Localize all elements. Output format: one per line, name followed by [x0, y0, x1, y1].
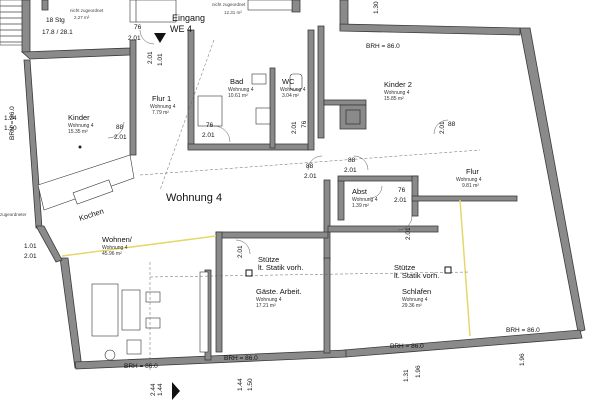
brh-label: BRH = 86.0	[224, 355, 258, 362]
room-flur-unit: Wohnung 4	[456, 177, 482, 183]
brh-label: BRH = 86.0	[124, 363, 158, 370]
dim-label: 2.01	[202, 132, 215, 139]
dim-label: 1.96	[415, 365, 422, 378]
room-bad-area: 10.61 m²	[228, 93, 248, 99]
room-wohnen-unit: Wohnung 4	[102, 245, 128, 251]
note-unassigned: nicht zugeordnet	[70, 8, 104, 13]
room-kochen-name: Kochen	[78, 206, 105, 222]
room-gaeste-area: 17.21 m²	[256, 303, 276, 309]
stair-steps: 18 Stg	[46, 17, 65, 24]
note-unassigned-area: 2.27 m²	[74, 15, 90, 20]
room-flur1-unit: Wohnung 4	[150, 104, 176, 110]
room-gaeste-name: Gäste. Arbeit.	[256, 287, 301, 296]
room-kinder-name: Kinder	[68, 113, 90, 122]
dim-label: 76	[134, 24, 142, 31]
dim-label: 1.30	[373, 1, 380, 14]
room-bad-name: Bad	[230, 77, 243, 86]
brh-label: BRH = 86.0	[9, 106, 16, 140]
room-kinder-unit: Wohnung 4	[68, 123, 94, 129]
column-note: lt. Statik vorh.	[258, 263, 303, 272]
dim-label: 1.31	[403, 369, 410, 382]
entrance-label: Eingang	[172, 13, 205, 23]
room-kinder2-area: 15.85 m²	[384, 96, 404, 102]
dim-label: 2.44	[150, 383, 157, 396]
dim-label: 2.01	[439, 121, 446, 134]
dim-label: 2.01	[237, 245, 244, 258]
stair-ratio: 17.8 / 28.1	[42, 29, 73, 36]
room-wohnen-area: 45.96 m²	[102, 251, 122, 257]
room-schlafen-area: 29.36 m²	[402, 303, 422, 309]
brh-label: BRH = 86.0	[506, 327, 540, 334]
room-flur-area: 9.81 m²	[462, 183, 479, 189]
room-gaeste-unit: Wohnung 4	[256, 297, 282, 303]
room-bad-unit: Wohnung 4	[228, 87, 254, 93]
column-label: Stütze	[258, 255, 279, 264]
column-marker	[245, 269, 253, 277]
dim-label: 2.01	[128, 35, 141, 42]
dim-label: 76	[301, 120, 308, 128]
dim-label: 88	[306, 163, 314, 170]
column-note-2: lt. Statik vorh.	[394, 271, 439, 280]
room-wc-area: 3.04 m²	[282, 93, 299, 99]
room-kinder-area: 15.35 m²	[68, 129, 88, 135]
room-wohnen-name: Wohnen/	[102, 235, 133, 244]
note-unassigned-2: nicht zugeordnet	[212, 2, 246, 7]
room-abst-area: 1.39 m²	[352, 203, 369, 209]
dim-label: 1.50	[4, 125, 17, 132]
dim-label: 2.01	[304, 173, 317, 180]
dim-label: 2.01	[24, 253, 37, 260]
dim-label: 76	[206, 122, 214, 129]
unit-label: Wohnung 4	[166, 192, 222, 204]
room-flur-name: Flur	[466, 167, 479, 176]
dim-label: 1.96	[519, 353, 526, 366]
dim-label: 1.01	[157, 53, 164, 66]
dim-label: 2.01	[344, 167, 357, 174]
note-assigned: zugeordneter	[0, 212, 27, 217]
outer-walls	[20, 0, 586, 370]
room-kinder2-unit: Wohnung 4	[384, 90, 410, 96]
column-label-2: Stütze	[394, 263, 415, 272]
stair-hatch	[0, 0, 25, 46]
dim-label: 2.01	[147, 51, 154, 64]
dim-label: 88	[116, 124, 124, 131]
dim-label: 88	[448, 121, 456, 128]
entrance-unit: WE 4	[170, 24, 192, 34]
north-arrow-icon	[172, 382, 180, 400]
dim-label: 2.01	[394, 197, 407, 204]
dim-label: 1.44	[237, 378, 244, 391]
room-flur1-area: 7.79 m²	[152, 110, 169, 116]
dim-label: 1.50	[247, 378, 254, 391]
room-wc-name: WC	[282, 77, 295, 86]
dim-label: 2.01	[114, 134, 127, 141]
living-furniture	[91, 271, 209, 361]
room-abst-name: Abst	[352, 187, 368, 196]
dim-label: 1.44	[157, 383, 164, 396]
dim-label: 1.24	[4, 115, 17, 122]
brh-label: BRH = 86.0	[390, 343, 424, 350]
room-schlafen-unit: Wohnung 4	[402, 297, 428, 303]
room-wc-unit: Wohnung 4	[280, 87, 306, 93]
room-abst-unit: Wohnung 4	[352, 197, 378, 203]
room-kinder2-name: Kinder 2	[384, 80, 412, 89]
dim-label: 88	[348, 157, 356, 164]
dim-label: 76	[398, 187, 406, 194]
brh-label: BRH = 86.0	[366, 43, 400, 50]
dim-label: 1.01	[24, 243, 37, 250]
room-flur1-name: Flur 1	[152, 94, 171, 103]
dim-label: 2.01	[291, 121, 298, 134]
dim-label: 2.01	[405, 227, 412, 240]
column-marker	[444, 266, 452, 274]
note-unassigned-area-2: 12.31 m²	[224, 10, 242, 15]
entrance-arrow-icon	[154, 33, 166, 43]
kitchen-counter	[37, 145, 135, 211]
room-schlafen-name: Schlafen	[402, 287, 431, 296]
